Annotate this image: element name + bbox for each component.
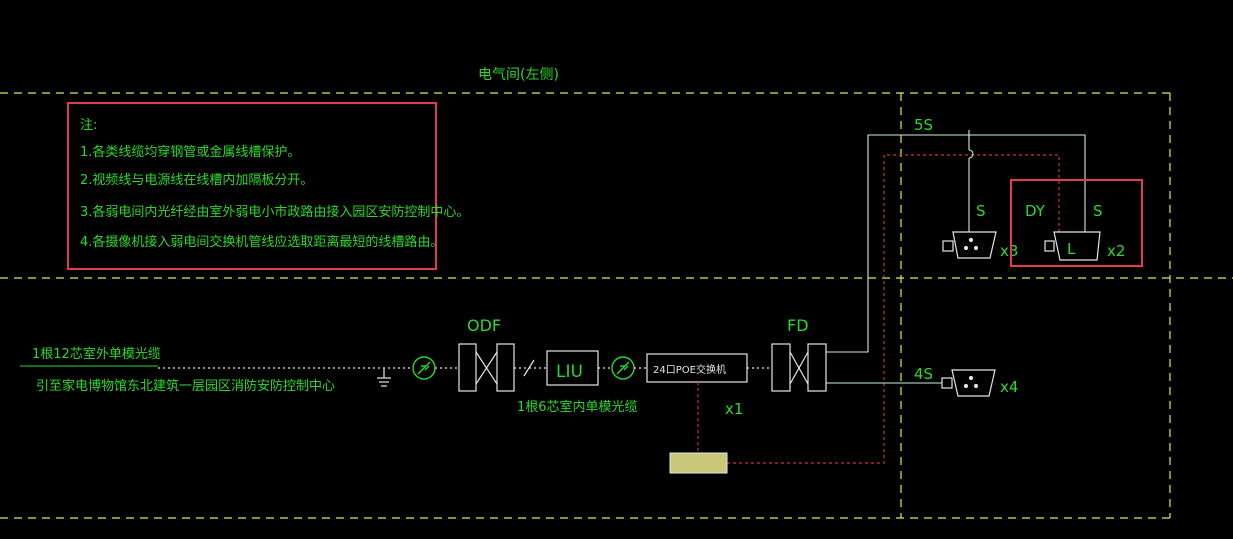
camera-count-3: x3 bbox=[1000, 242, 1018, 260]
fd-panel-icon bbox=[771, 343, 827, 392]
liu-label: LIU bbox=[556, 362, 583, 382]
power-supply-box bbox=[669, 452, 728, 474]
notes-highlight-box bbox=[67, 102, 437, 270]
poe-switch-label: 24口POE交换机 bbox=[653, 363, 726, 376]
camera-count-4: x4 bbox=[1000, 378, 1018, 396]
notes-block: 注: 1.各类线缆均穿钢管或金属线槽保护。 2.视频线与电源线在线槽内加隔板分开… bbox=[80, 118, 469, 250]
bottom-cable-label: 4S bbox=[914, 365, 933, 383]
note-item: 3.各弱电间内光纤经由室外弱电小市政路由接入园区安防控制中心。 bbox=[80, 204, 469, 220]
cut-mark bbox=[523, 359, 535, 377]
outdoor-cable-label: 1根12芯室外单模光缆 bbox=[32, 346, 161, 362]
fiber-connector-icon bbox=[412, 356, 436, 380]
camera-icon bbox=[942, 231, 997, 259]
s-right-label: S bbox=[1093, 202, 1103, 220]
destination-label: 引至家电博物馆东北建筑一层园区消防安防控制中心 bbox=[36, 378, 335, 394]
top-cable-label: 5S bbox=[914, 116, 933, 134]
camera-l-label: L bbox=[1067, 240, 1076, 258]
note-item: 4.各摄像机接入弱电间交换机管线应选取距离最短的线槽路由。 bbox=[80, 234, 443, 250]
odf-panel-icon bbox=[458, 343, 515, 392]
camera-l-icon bbox=[1044, 231, 1101, 261]
odf-label: ODF bbox=[467, 316, 501, 335]
power-lines bbox=[697, 154, 1060, 464]
dy-label: DY bbox=[1025, 202, 1046, 220]
network-cables bbox=[826, 134, 1086, 384]
camera-icon bbox=[941, 369, 996, 397]
s-left-label: S bbox=[976, 202, 986, 220]
fiber-connector-icon bbox=[611, 356, 635, 380]
room-title: 电气间(左侧) bbox=[478, 67, 559, 83]
switch-count: x1 bbox=[725, 400, 743, 418]
camera-count-2: x2 bbox=[1107, 242, 1125, 260]
ground-icon bbox=[377, 368, 391, 387]
fd-label: FD bbox=[787, 316, 809, 335]
note-item: 1.各类线缆均穿钢管或金属线槽保护。 bbox=[80, 144, 300, 160]
camera-highlight-box bbox=[1010, 179, 1143, 267]
note-item: 2.视频线与电源线在线槽内加隔板分开。 bbox=[80, 172, 313, 188]
room-boundaries bbox=[0, 92, 1233, 519]
notes-heading: 注: bbox=[80, 118, 97, 133]
indoor-cable-label: 1根6芯室内单模光缆 bbox=[517, 399, 638, 415]
